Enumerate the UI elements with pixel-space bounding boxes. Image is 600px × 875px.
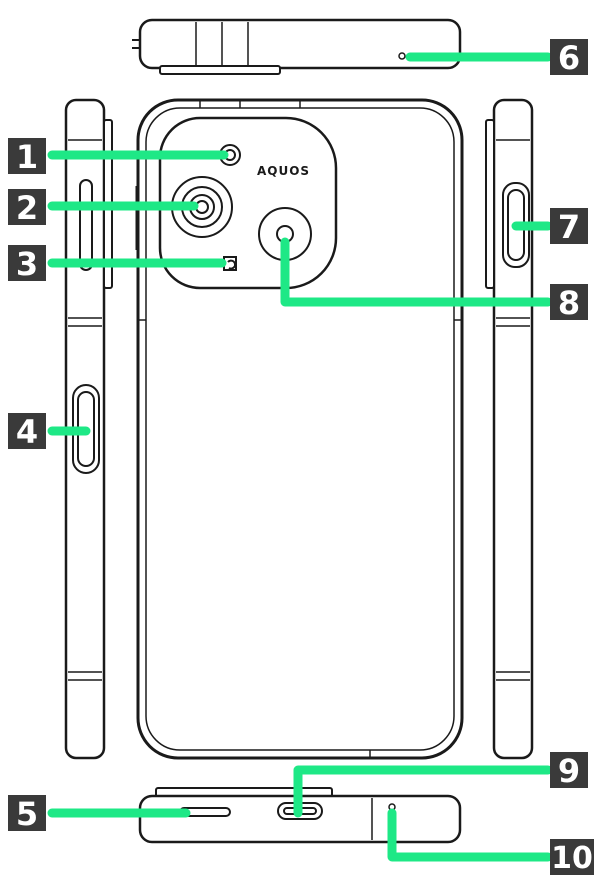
callout-badge-2: 2 <box>8 189 46 227</box>
svg-text:1: 1 <box>16 138 38 176</box>
side-key-left <box>79 179 93 271</box>
svg-text:7: 7 <box>558 208 580 246</box>
leader-line-9 <box>293 765 553 818</box>
svg-text:8: 8 <box>558 284 580 322</box>
svg-text:10: 10 <box>551 841 593 875</box>
svg-text:6: 6 <box>558 39 580 77</box>
camera-flash <box>219 144 241 166</box>
callout-badge-8: 8 <box>550 284 588 322</box>
callout-badge-7: 7 <box>550 208 588 246</box>
phone-top-view <box>132 18 462 75</box>
leader-line-10 <box>387 808 553 862</box>
leader-lines <box>47 52 553 862</box>
svg-text:4: 4 <box>16 413 38 451</box>
svg-text:3: 3 <box>16 245 38 283</box>
fingerprint-power-key <box>72 384 100 474</box>
svg-text:5: 5 <box>16 795 38 833</box>
brand-logo: AQUOS <box>257 164 310 178</box>
callout-badge-10: 10 <box>550 839 594 875</box>
callout-badge-9: 9 <box>550 752 588 790</box>
callout-badge-6: 6 <box>550 39 588 77</box>
svg-text:2: 2 <box>16 189 38 227</box>
top-microphone-hole <box>398 52 406 60</box>
leader-line-8 <box>280 237 553 307</box>
callout-badge-5: 5 <box>8 795 46 833</box>
callout-badge-3: 3 <box>8 245 46 283</box>
svg-text:9: 9 <box>558 752 580 790</box>
callout-badge-4: 4 <box>8 413 46 451</box>
callout-badge-1: 1 <box>8 138 46 176</box>
